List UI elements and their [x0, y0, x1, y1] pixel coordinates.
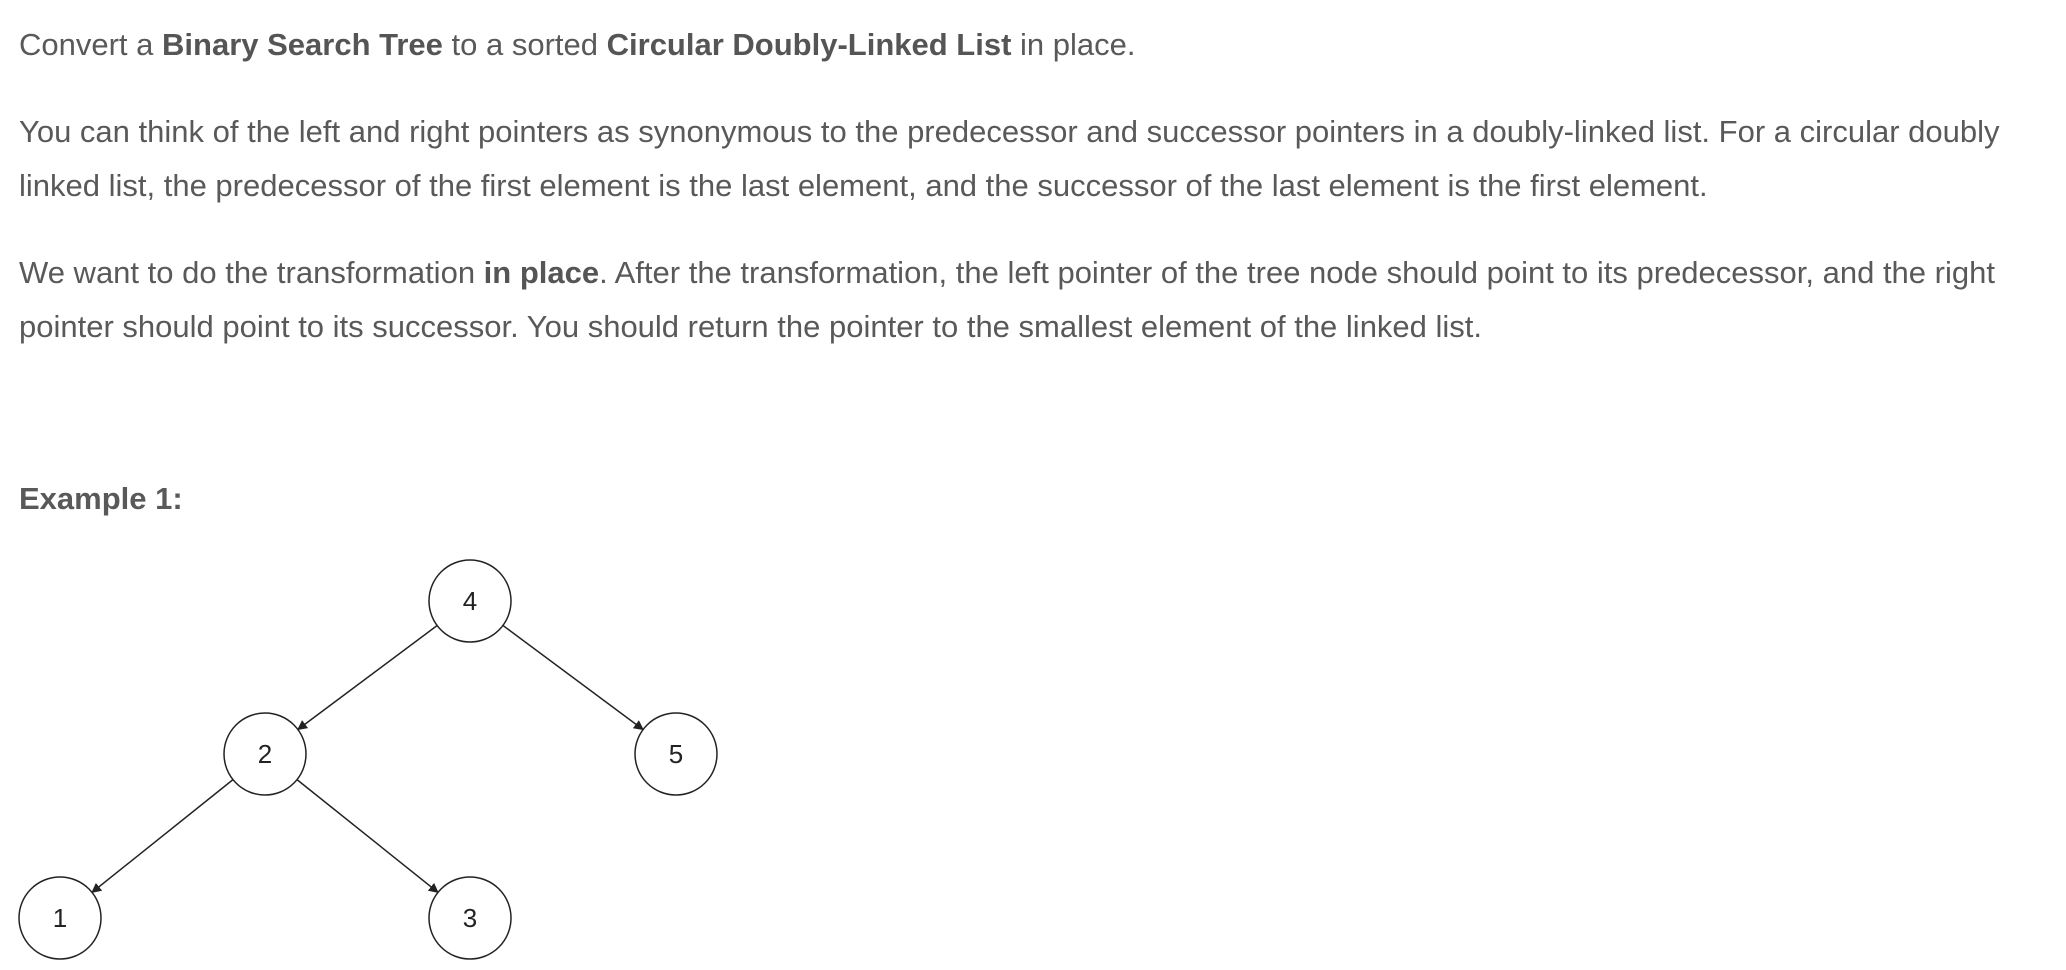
- tree-node-circle: [428, 876, 512, 960]
- tree-node-circle: [634, 712, 718, 796]
- example-heading: Example 1:: [19, 481, 183, 516]
- intro-text-2: to a sorted: [442, 27, 607, 62]
- in-place-text-1: We want to do the transformation: [19, 255, 484, 290]
- tree-node-label: 3: [463, 903, 477, 933]
- intro-text-3: in place.: [1011, 27, 1136, 62]
- tree-node-4: 4: [428, 559, 512, 643]
- example-tree-diagram: 4 2 5 1 3: [18, 559, 718, 960]
- in-place-paragraph: We want to do the transformation in plac…: [19, 246, 2049, 354]
- tree-node-5: 5: [634, 712, 718, 796]
- tree-edge-2-1: [91, 779, 234, 894]
- tree-node-1: 1: [18, 876, 102, 960]
- tree-node-circle: [428, 559, 512, 643]
- pointers-paragraph: You can think of the left and right poin…: [19, 114, 2000, 203]
- tree-node-label: 1: [53, 903, 67, 933]
- tree-nodes: 4 2 5 1 3: [18, 559, 718, 960]
- tree-node-circle: [223, 712, 307, 796]
- tree-node-2: 2: [223, 712, 307, 796]
- intro-bold-cdll: Circular Doubly-Linked List: [606, 27, 1012, 62]
- tree-edge-2-3: [296, 779, 439, 894]
- problem-description: Convert a Binary Search Tree to a sorted…: [19, 18, 2049, 387]
- tree-node-label: 5: [669, 739, 683, 769]
- tree-node-circle: [18, 876, 102, 960]
- intro-paragraph: Convert a Binary Search Tree to a sorted…: [19, 18, 2049, 72]
- tree-edge-4-5: [502, 624, 644, 731]
- tree-node-3: 3: [428, 876, 512, 960]
- in-place-bold: in place: [483, 255, 600, 290]
- intro-text-1: Convert a: [19, 27, 163, 62]
- in-place-text-2: . After the transformation, the left poi…: [19, 255, 1995, 344]
- tree-node-label: 2: [258, 739, 272, 769]
- intro-bold-bst: Binary Search Tree: [162, 27, 443, 62]
- tree-node-label: 4: [463, 586, 477, 616]
- tree-edges: [91, 624, 644, 894]
- tree-edge-4-2: [297, 624, 438, 731]
